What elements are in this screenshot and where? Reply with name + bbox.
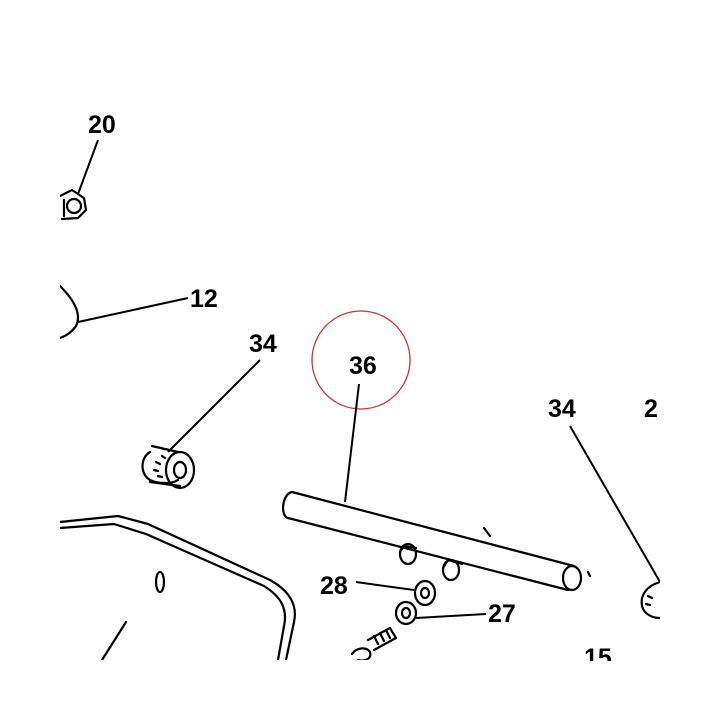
shaft-bosses — [398, 542, 464, 582]
leader-12 — [77, 297, 189, 323]
part-27-washer — [394, 600, 418, 626]
callout-34-right: 34 — [548, 395, 576, 423]
leader-34-left — [167, 359, 261, 453]
leader-36 — [344, 383, 360, 503]
part-34-bushing-right — [640, 580, 662, 620]
callout-12: 12 — [190, 285, 218, 313]
callout-36: 36 — [349, 352, 377, 380]
leader-28 — [355, 581, 415, 591]
leader-34-right — [569, 425, 661, 583]
callout-27: 27 — [488, 600, 516, 628]
housing-tray — [58, 514, 296, 662]
callout-28: 28 — [320, 572, 348, 600]
part-20-nut — [58, 188, 88, 221]
part-36-shaft — [282, 490, 592, 592]
part-12-housing — [58, 284, 80, 340]
callout-20: 20 — [88, 111, 116, 139]
highlight-circle — [311, 310, 411, 410]
callout-34-left: 34 — [249, 330, 277, 358]
part-34-bushing-left — [141, 444, 196, 490]
callout-2-partial-visible: 2 — [644, 395, 658, 423]
leader-20 — [77, 139, 99, 195]
part-28-washer — [413, 579, 437, 607]
leader-27 — [415, 613, 487, 619]
callout-15-visible: 15 — [584, 644, 612, 672]
